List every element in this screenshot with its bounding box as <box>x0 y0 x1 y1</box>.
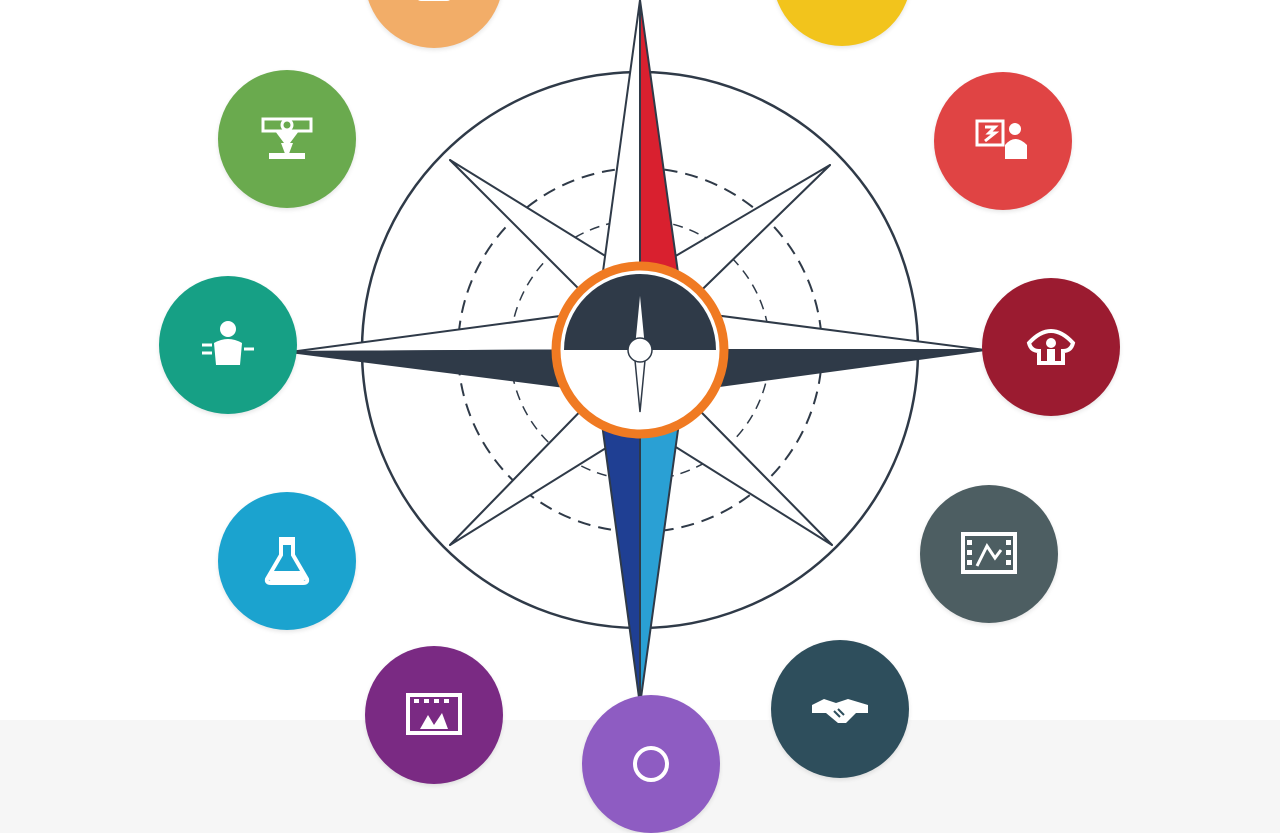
node-lower-left <box>218 492 356 630</box>
person-icon <box>202 321 254 365</box>
flask-icon <box>264 537 310 585</box>
compass-diagram-stage <box>159 0 1120 833</box>
circle-icon <box>633 746 669 782</box>
node-mid-right <box>982 278 1120 416</box>
node-mid-left <box>159 276 297 414</box>
node-bottom-center <box>582 695 720 833</box>
figure-icon <box>975 119 1027 159</box>
node-upper-right <box>934 72 1072 210</box>
film-strip-icon <box>406 693 462 735</box>
node-bottom-right <box>771 640 909 778</box>
document-icon <box>810 0 874 3</box>
machine-icon <box>261 117 313 159</box>
compass-rose <box>289 0 986 706</box>
handshake-icon <box>812 699 868 723</box>
node-lower-right <box>920 485 1058 623</box>
compass-hub <box>551 261 729 439</box>
hub-center-dot <box>627 337 653 363</box>
head-icon <box>1026 329 1076 365</box>
node-upper-left <box>218 70 356 208</box>
document-icon <box>418 0 450 1</box>
film-frame-icon <box>961 532 1017 574</box>
node-bottom-left <box>365 646 503 784</box>
